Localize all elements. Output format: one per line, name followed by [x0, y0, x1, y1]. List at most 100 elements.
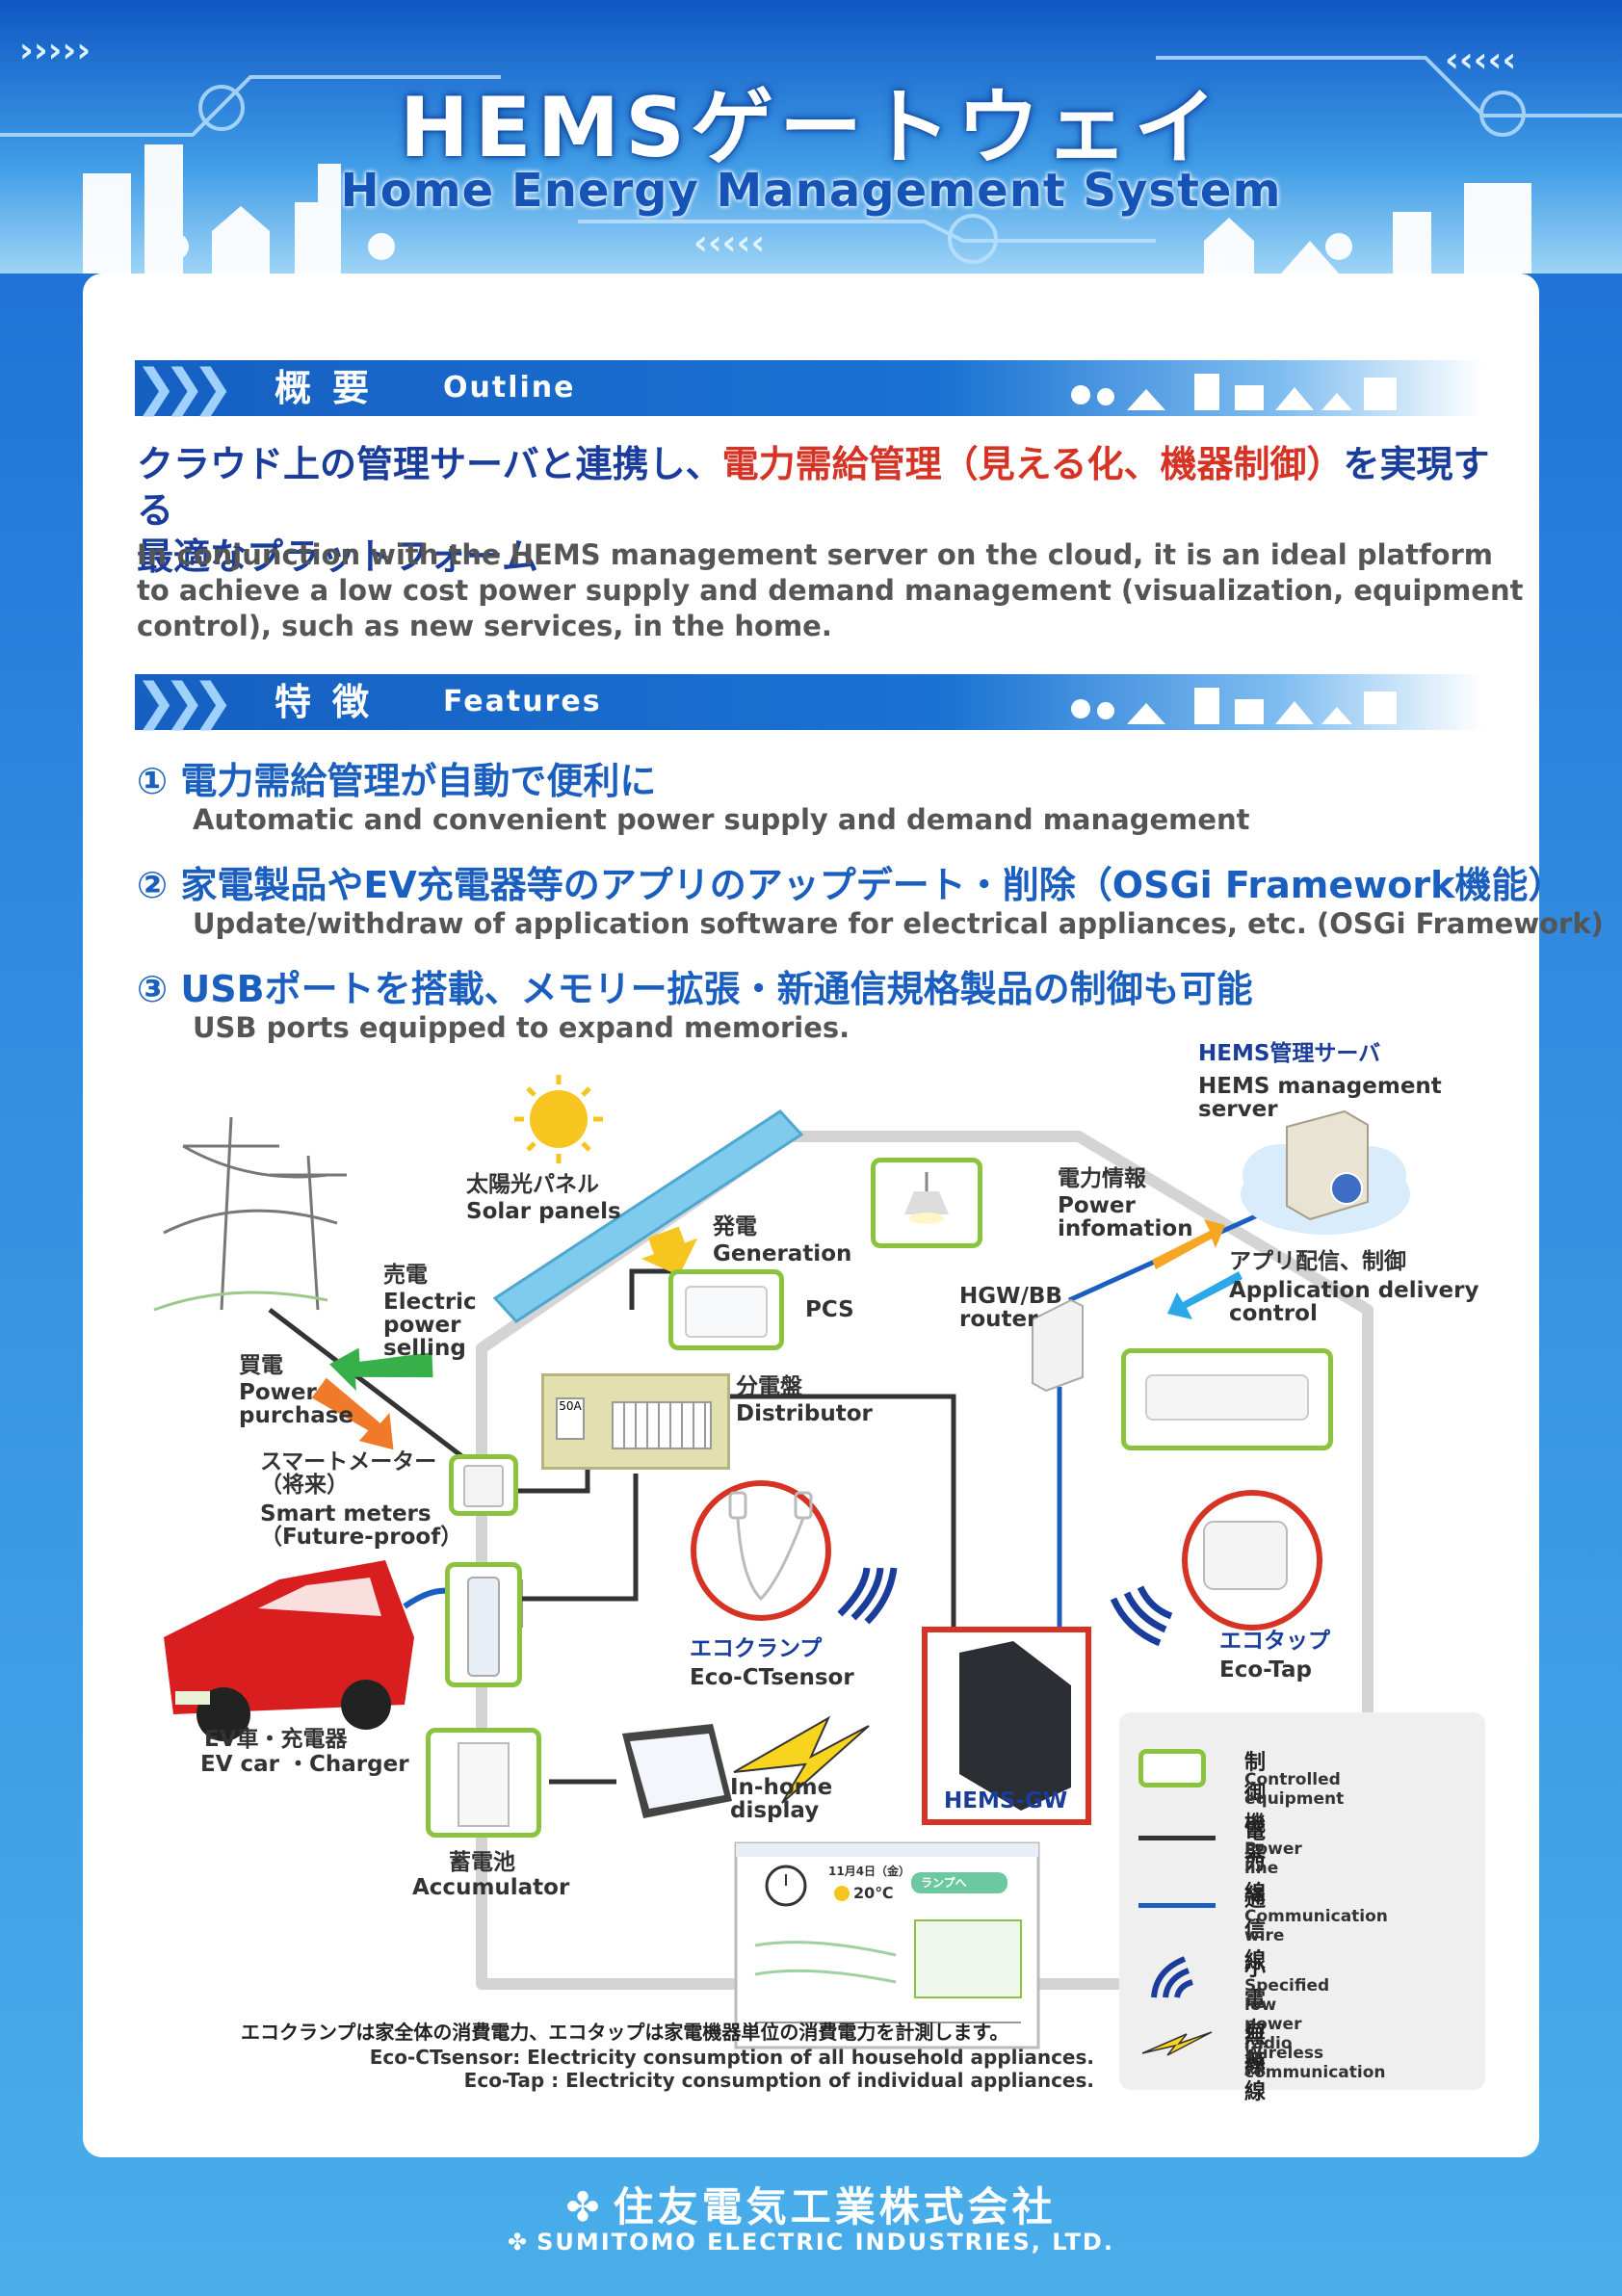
ev-label-jp: EV車・充電器: [204, 1727, 348, 1752]
ev-charger-icon: [467, 1577, 500, 1677]
hgw-label-1: HGW/BB: [959, 1284, 1062, 1309]
sun-icon: [514, 1075, 603, 1163]
app-delivery-label-jp: アプリ配信、制御: [1229, 1249, 1406, 1274]
generation-label-jp: 発電: [713, 1214, 757, 1239]
ecotap-icon: [1203, 1521, 1288, 1590]
accumulator-icon: [458, 1742, 510, 1827]
legend-label-en: Wireless communication: [1244, 2044, 1386, 2082]
meter-label-en-1: Smart meters: [260, 1501, 432, 1526]
legend-label-en: Specified low power radio: [1244, 1976, 1330, 2053]
legend-label-en: Controlled equipment: [1244, 1770, 1345, 1809]
display-label-en-2: display: [730, 1798, 820, 1823]
legend-green-box-icon: [1138, 1749, 1206, 1787]
outline-lead-part2: を実現する: [137, 443, 1490, 532]
router-icon: [1032, 1298, 1084, 1393]
selling-label-jp: 売電: [383, 1263, 428, 1288]
solar-panel-icon: [492, 1109, 804, 1323]
features-heading-en: Features: [443, 685, 602, 718]
houses-icon: [1071, 374, 1397, 410]
server-cloud-icon: [1241, 1109, 1410, 1235]
company-logo-icon: ✤: [508, 2229, 530, 2256]
outline-lead: クラウド上の管理サーバと連携し、電力需給管理（見える化、機器制御）を実現する 最…: [137, 441, 1524, 580]
utility-pole-icon: [163, 1116, 347, 1311]
legend-label-jp: 小電力無線: [1244, 1957, 1267, 2104]
screen-button: ランプへ: [921, 1876, 967, 1890]
outline-section-bar: ❯❯❯ 概要 Outline: [135, 360, 1483, 416]
solar-label-en: Solar panels: [466, 1199, 621, 1224]
ev-car-icon: [164, 1560, 414, 1741]
server-label-en-2: server: [1198, 1097, 1278, 1122]
ecoclamp-icon: [728, 1491, 813, 1602]
outline-lead-highlight: 電力需給管理（見える化、機器制御）: [721, 443, 1344, 485]
feature-2-title: ② 家電製品やEV充電器等のアプリのアップデート・削除（OSGi Framewo…: [137, 864, 1565, 906]
power-info-label-jp: 電力情報: [1058, 1166, 1146, 1191]
accumulator-label-en: Accumulator: [412, 1875, 570, 1900]
legend-label-jp: 通信線: [1244, 1888, 1267, 1973]
ecoclamp-circle: [691, 1480, 831, 1621]
page-title: HEMSゲートウェイ: [399, 80, 1223, 176]
legend-lightning-icon: [1141, 2031, 1213, 2056]
ceiling-light-icon: [904, 1172, 949, 1224]
breaker-label: 50A: [556, 1397, 585, 1440]
feature-2-desc: Update/withdraw of application software …: [193, 907, 1604, 940]
purchase-label-en-2: purchase: [239, 1403, 353, 1428]
features-heading-jp: 特徴: [275, 681, 391, 723]
svg-text:›››››: ›››››: [19, 31, 91, 70]
air-conditioner-icon: [1145, 1374, 1309, 1421]
legend-label-jp: 無線: [1244, 2024, 1267, 2079]
company-logo-icon: ✤: [565, 2183, 604, 2231]
outline-lead-part1: クラウド上の管理サーバと連携し、: [137, 443, 722, 485]
app-delivery-label-en-2: control: [1229, 1301, 1318, 1326]
outline-lead-line2: 最適なプラットフォーム: [137, 535, 538, 578]
hems-gw-device-icon: [959, 1641, 1071, 1811]
ground-line: [153, 1291, 328, 1312]
features-section-bar: ❯❯❯ 特徴 Features: [135, 674, 1483, 730]
company-name-jp: ✤住友電気工業株式会社: [0, 2175, 1622, 2233]
distributor-label-jp: 分電盤: [736, 1374, 802, 1399]
display-label-en-1: In-home: [730, 1775, 833, 1800]
low-power-radio-icon: [1110, 1585, 1173, 1647]
purchase-label-jp: 買電: [239, 1353, 283, 1378]
company-name-jp-text: 住友電気工業株式会社: [613, 2183, 1057, 2231]
header-decoration: ››››› ‹‹‹‹‹ ‹‹‹‹‹: [0, 0, 1622, 274]
legend-label-en: Power line: [1244, 1839, 1302, 1878]
company-name-en-text: SUMITOMO ELECTRIC INDUSTRIES, LTD.: [536, 2229, 1114, 2256]
smart-meter-icon: [463, 1465, 504, 1507]
houses-icon: [1071, 688, 1397, 724]
ev-charger-box: [445, 1562, 522, 1687]
air-conditioner-box: [1121, 1348, 1333, 1450]
app-delivery-arrow-icon: [1167, 1271, 1243, 1319]
generation-arrow-icon: [641, 1226, 698, 1276]
hems-gw-label: HEMS-GW: [944, 1788, 1068, 1813]
feature-3-desc: USB ports equipped to expand memories.: [193, 1011, 850, 1044]
feature-1-title: ① 電力需給管理が自動で便利に: [137, 760, 657, 802]
legend-label-jp: 制御機器: [1244, 1751, 1267, 1867]
company-name-en: ✤SUMITOMO ELECTRIC INDUSTRIES, LTD.: [0, 2229, 1622, 2256]
lighting-equipment-box: [871, 1158, 982, 1248]
solar-label-jp: 太陽光パネル: [466, 1172, 599, 1197]
footnote-en-2: Eco-Tap : Electricity consumption of ind…: [463, 2069, 1094, 2092]
power-info-label-en-2: infomation: [1058, 1216, 1193, 1241]
ecoclamp-label-jp: エコクランプ: [690, 1636, 823, 1661]
low-power-radio-icon: [837, 1567, 898, 1625]
in-home-display-icon: [622, 1724, 732, 1818]
legend-radio-icon: [1151, 1956, 1193, 1998]
legend-label-en: Communication wire: [1244, 1907, 1388, 1945]
app-delivery-label-en-1: Application delivery: [1229, 1278, 1479, 1303]
selling-label-en-2: power: [383, 1313, 461, 1338]
outline-heading-jp: 概要: [275, 367, 391, 409]
generation-label-en: Generation: [713, 1241, 852, 1266]
purchase-label-en-1: Power: [239, 1380, 317, 1405]
power-info-label-en-1: Power: [1058, 1193, 1136, 1218]
chevrons-icon: ❯❯❯: [135, 359, 234, 417]
footnote-jp: エコクランプは家全体の消費電力、エコタップは家電機器単位の消費電力を計測します。: [241, 2021, 1009, 2044]
meter-label-jp-1: スマートメーター: [260, 1449, 437, 1474]
ev-label-en: EV car ・Charger: [200, 1752, 409, 1777]
system-diagram: [153, 1075, 1410, 2049]
distributor-breakers: [612, 1401, 712, 1449]
outline-paragraph: In conjunction with the HEMS management …: [137, 538, 1524, 642]
legend-label-jp: 電力線: [1244, 1820, 1267, 1906]
pcs-box: [668, 1269, 784, 1350]
outline-heading-en: Outline: [443, 371, 576, 404]
wireless-lightning-icon: [733, 1715, 870, 1804]
